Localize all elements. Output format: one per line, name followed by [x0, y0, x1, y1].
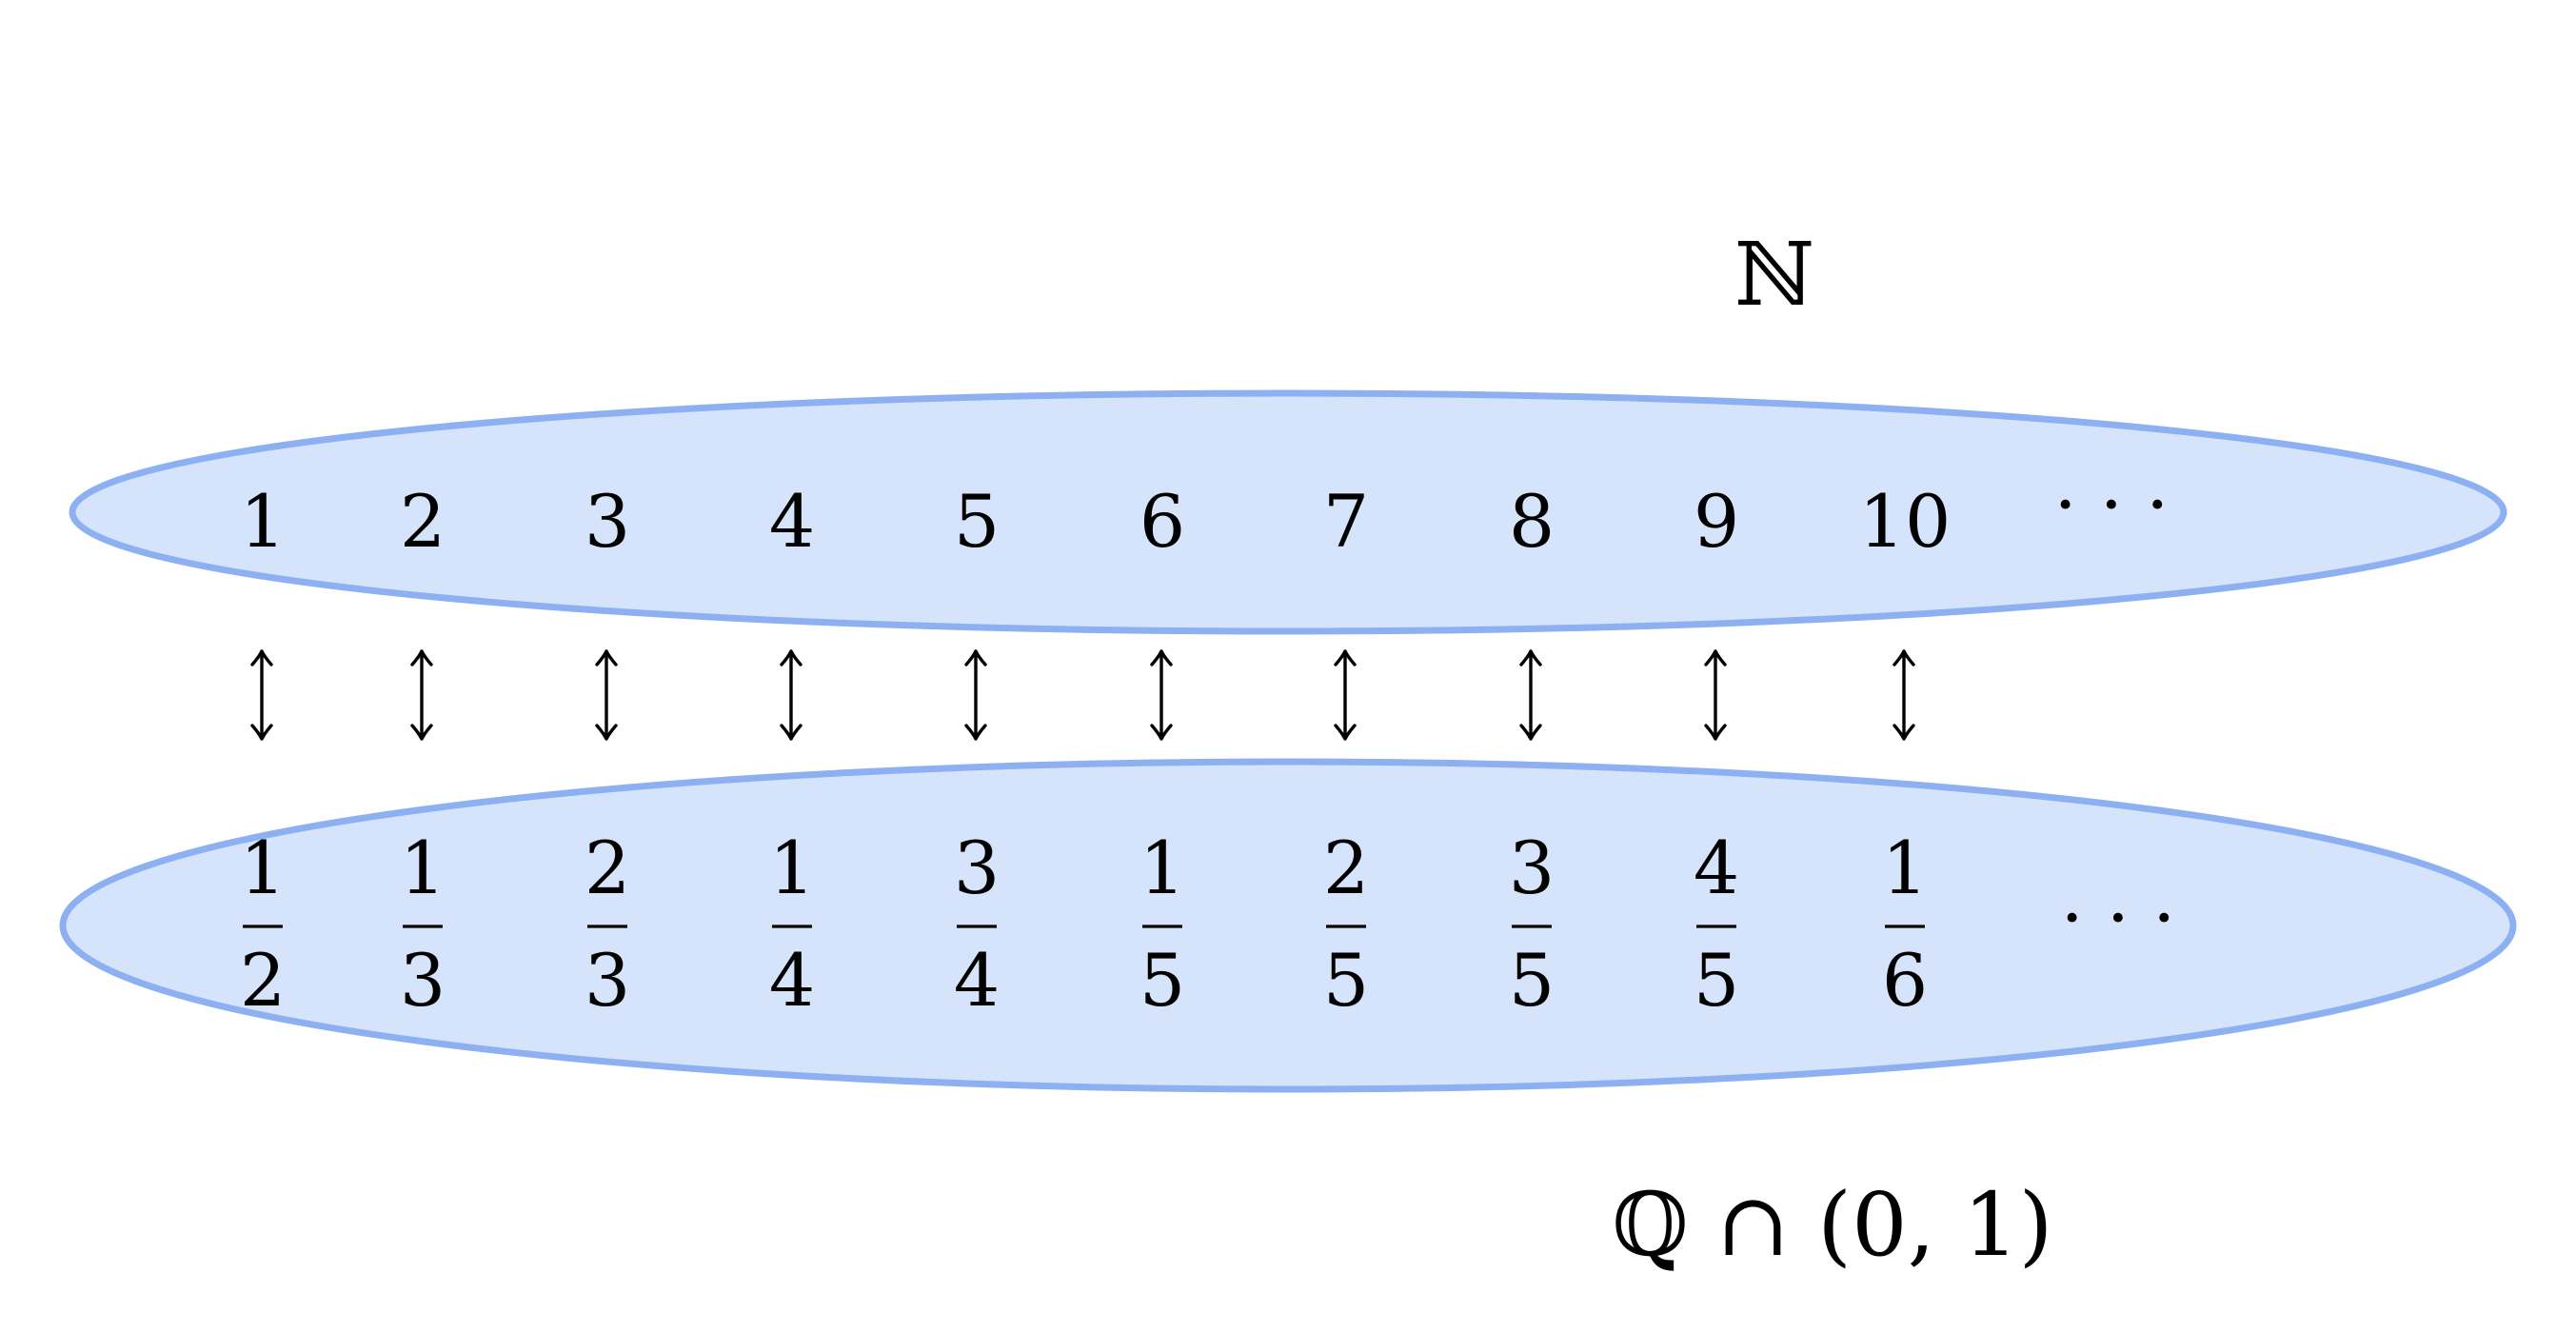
- up-down-arrow-icon: [410, 649, 433, 741]
- fraction-numerator: 1: [1139, 826, 1185, 910]
- fraction-1-2: 12: [240, 826, 286, 1023]
- natural-number-8: 8: [1509, 479, 1555, 564]
- fraction-denominator: 4: [769, 938, 815, 1023]
- rationals-set-ellipse: [59, 758, 2517, 1093]
- fraction-1-6: 16: [1882, 826, 1928, 1023]
- naturals-elements: 1 2 3 4 5 6 7 8 9 10: [240, 479, 1952, 564]
- correspondence-arrows: [250, 649, 1915, 741]
- natural-number-10: 10: [1859, 479, 1952, 564]
- fraction-1-5: 15: [1139, 826, 1185, 1023]
- fraction-denominator: 5: [1694, 938, 1739, 1023]
- up-down-arrow-icon: [595, 649, 618, 741]
- fraction-2-5: 25: [1323, 826, 1369, 1023]
- fraction-numerator: 3: [954, 826, 1000, 910]
- fraction-numerator: 1: [400, 826, 446, 910]
- fraction-numerator: 1: [1882, 826, 1928, 910]
- naturals-set-ellipse: [69, 389, 2507, 635]
- natural-number-6: 6: [1139, 479, 1185, 564]
- up-down-arrow-icon: [964, 649, 987, 741]
- rationals-set-label: ℚ ∩ (0, 1): [1612, 1174, 2052, 1276]
- fraction-3-4: 34: [954, 826, 1000, 1023]
- up-down-arrow-icon: [1704, 649, 1727, 741]
- fraction-denominator: 5: [1139, 938, 1185, 1023]
- fraction-denominator: 5: [1323, 938, 1369, 1023]
- up-down-arrow-icon: [1150, 649, 1173, 741]
- fraction-numerator: 4: [1694, 826, 1739, 910]
- fraction-3-5: 35: [1509, 826, 1555, 1023]
- fraction-numerator: 1: [769, 826, 815, 910]
- natural-number-1: 1: [240, 479, 286, 564]
- naturals-set-label: ℕ: [1734, 224, 1814, 326]
- rationals-ellipsis: · · ·: [2061, 875, 2176, 960]
- up-down-arrow-icon: [250, 649, 273, 741]
- fraction-denominator: 6: [1882, 938, 1928, 1023]
- fraction-denominator: 2: [240, 938, 286, 1023]
- up-down-arrow-icon: [1519, 649, 1542, 741]
- up-down-arrow-icon: [1334, 649, 1357, 741]
- natural-number-7: 7: [1323, 479, 1369, 564]
- fraction-numerator: 2: [1323, 826, 1369, 910]
- fraction-4-5: 45: [1694, 826, 1739, 1023]
- up-down-arrow-icon: [780, 649, 803, 741]
- fraction-denominator: 5: [1509, 938, 1555, 1023]
- natural-number-3: 3: [585, 479, 630, 564]
- natural-number-2: 2: [400, 479, 446, 564]
- fraction-1-3: 13: [400, 826, 446, 1023]
- natural-number-5: 5: [954, 479, 1000, 564]
- natural-number-4: 4: [769, 479, 815, 564]
- fraction-numerator: 1: [240, 826, 286, 910]
- up-down-arrow-icon: [1892, 649, 1915, 741]
- fraction-denominator: 4: [954, 938, 1000, 1023]
- fraction-numerator: 3: [1509, 826, 1555, 910]
- fraction-2-3: 23: [585, 826, 630, 1023]
- fraction-denominator: 3: [585, 938, 630, 1023]
- fraction-numerator: 2: [585, 826, 630, 910]
- fraction-denominator: 3: [400, 938, 446, 1023]
- fraction-1-4: 14: [769, 826, 815, 1023]
- natural-number-9: 9: [1694, 479, 1739, 564]
- naturals-ellipsis: · · ·: [2054, 462, 2170, 547]
